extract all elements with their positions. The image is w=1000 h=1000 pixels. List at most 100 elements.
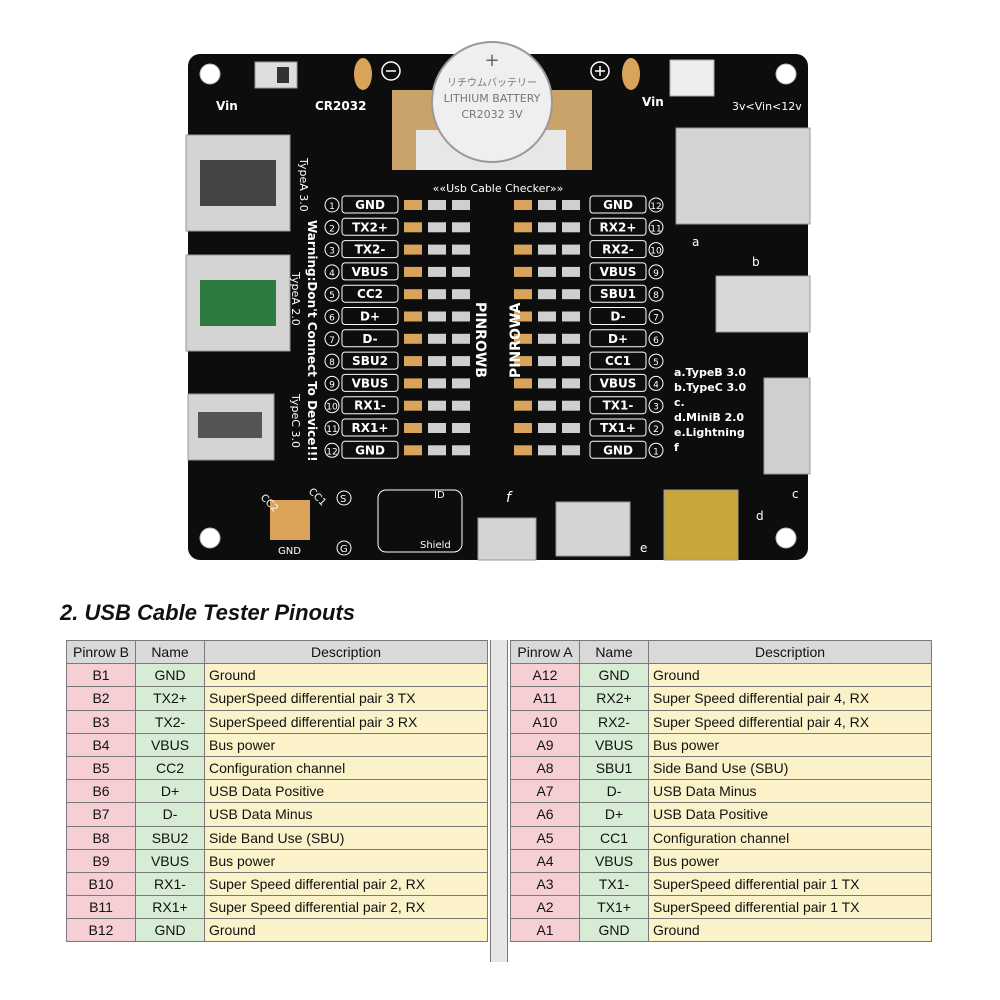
description-cell: USB Data Positive — [648, 802, 932, 827]
pin-cell: B2 — [66, 686, 136, 711]
pin-led — [514, 356, 532, 367]
legend-item: f — [674, 441, 679, 454]
legend-item: e.Lightning — [674, 426, 745, 439]
pin-number: 5 — [329, 291, 335, 301]
pin-label-box — [589, 262, 647, 281]
pin-label-box — [589, 284, 647, 303]
pin-label-box — [341, 418, 399, 437]
pin-cell: B10 — [66, 871, 136, 897]
pin-led — [404, 200, 422, 210]
pin-led — [562, 445, 580, 456]
pin-label-box — [341, 351, 399, 370]
description-cell: Configuration channel — [648, 825, 932, 850]
pin-cell: A5 — [510, 825, 580, 850]
pin-number: 10 — [650, 247, 662, 257]
pin-led — [538, 378, 556, 389]
port-f-marker: f — [506, 490, 513, 506]
pin-led — [538, 311, 556, 322]
pin-led — [428, 200, 446, 210]
typeb30-port[interactable] — [675, 127, 811, 225]
pin-led — [428, 266, 446, 277]
port-b-marker: b — [752, 255, 760, 269]
typec30-label: TypeC 3.0 — [289, 393, 302, 448]
pin-number-ring — [648, 309, 664, 324]
pin-label-box — [341, 440, 399, 459]
pin-number-ring — [324, 420, 340, 436]
port-c[interactable] — [763, 377, 811, 475]
pin-led — [562, 200, 580, 210]
typec30-right-port[interactable] — [715, 275, 811, 333]
pin-cell: B5 — [66, 755, 136, 781]
pin-name: D- — [610, 310, 625, 324]
minib-port[interactable] — [663, 489, 739, 561]
pin-number-ring — [648, 420, 664, 436]
description-cell: Side Band Use (SBU) — [648, 755, 932, 781]
header-description: Description — [648, 639, 932, 665]
pin-number-ring — [324, 309, 340, 324]
pin-name: RX1- — [354, 399, 386, 413]
legend-item: c. — [674, 396, 685, 409]
description-cell: Configuration channel — [204, 755, 488, 781]
g-marker-ring — [336, 540, 352, 556]
pin-label-box — [341, 307, 399, 325]
pin-name: TX1+ — [600, 421, 636, 435]
pin-row: D-7 — [324, 329, 470, 348]
pin-led — [538, 356, 556, 367]
name-cell: RX2- — [579, 709, 649, 734]
s-marker-ring — [336, 490, 352, 506]
microb-port[interactable] — [477, 517, 537, 561]
pin-led — [452, 445, 470, 456]
pin-name: D+ — [608, 332, 628, 346]
pin-name: VBUS — [352, 376, 389, 390]
battery-text-2: CR2032 3V — [461, 108, 523, 121]
pin-number: 11 — [650, 224, 661, 234]
pin-cell: B11 — [66, 895, 136, 920]
description-cell: Super Speed differential pair 4, RX — [648, 686, 932, 711]
pin-led — [404, 356, 422, 367]
description-cell: SuperSpeed differential pair 3 RX — [204, 709, 488, 734]
pin-number: 3 — [653, 403, 659, 413]
pin-label-box — [589, 418, 647, 437]
header-name: Name — [579, 639, 649, 665]
jst-connector[interactable] — [669, 59, 715, 97]
pin-number: 2 — [653, 425, 659, 435]
pin-cell: B6 — [66, 779, 136, 804]
pin-label-box — [341, 240, 399, 259]
description-cell: USB Data Positive — [204, 779, 488, 804]
typea20-label: TypeA 2.0 — [289, 271, 302, 326]
pin-label-box — [589, 373, 647, 392]
pin-led — [428, 423, 446, 433]
pin-name: RX2- — [602, 243, 634, 257]
pin-number: 9 — [653, 269, 659, 279]
solder-pad — [354, 58, 372, 90]
pin-cell: A11 — [510, 686, 580, 711]
power-switch[interactable] — [254, 61, 298, 89]
name-cell: SBU2 — [135, 825, 205, 850]
vin-left-label: Vin — [216, 99, 238, 113]
minus-icon — [381, 61, 401, 81]
pin-number-ring — [648, 197, 664, 213]
table-separator — [490, 640, 508, 962]
switch-knob[interactable] — [277, 67, 289, 83]
pin-led — [562, 244, 580, 255]
pin-name: TX2- — [355, 243, 386, 257]
lightning-port[interactable] — [555, 501, 631, 557]
pin-label-box — [341, 329, 399, 348]
pin-name: RX1+ — [352, 421, 389, 435]
pin-led — [562, 423, 580, 433]
g-marker: G — [340, 544, 348, 555]
port-c-marker: c — [792, 487, 799, 501]
pin-led — [452, 378, 470, 389]
description-cell: USB Data Minus — [648, 779, 932, 804]
pin-label-box — [341, 396, 399, 415]
name-cell: VBUS — [579, 732, 649, 757]
pin-cell: A12 — [510, 663, 580, 688]
